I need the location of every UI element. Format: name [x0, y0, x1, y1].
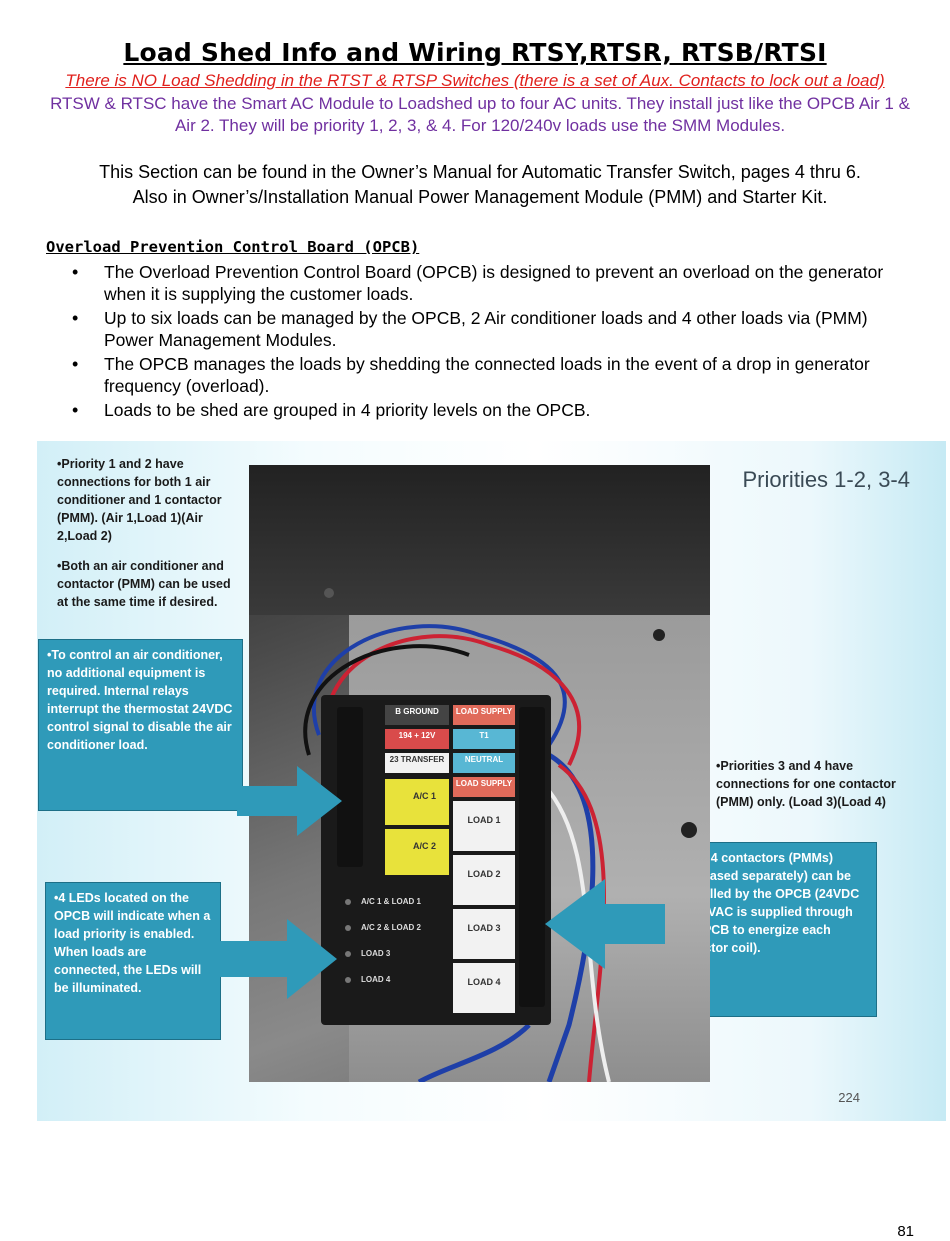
- led-ac2-load2: A/C 2 & LOAD 2: [345, 923, 421, 932]
- 12v-label: 194 + 12V: [385, 729, 449, 749]
- load3-terminal: LOAD 3: [453, 909, 515, 959]
- slide-title: Priorities 1-2, 3-4: [742, 467, 910, 492]
- section-reference: This Section can be found in the Owner’s…: [0, 160, 950, 210]
- slide-number: 224: [838, 1090, 860, 1105]
- smart-ac-note: RTSW & RTSC have the Smart AC Module to …: [50, 94, 910, 135]
- led-load4: LOAD 4: [345, 975, 390, 984]
- bullet-item: The OPCB manages the loads by shedding t…: [46, 353, 906, 397]
- right-terminal-strip: [519, 707, 545, 1007]
- ac2-terminal: A/C 2: [385, 829, 449, 875]
- opcb-slide: Priorities 1-2, 3-4 224 •Priority 1 and …: [37, 441, 946, 1121]
- led-load3: LOAD 3: [345, 949, 390, 958]
- both-ac-contactor-note: •Both an air conditioner and contactor (…: [57, 559, 231, 609]
- ac-control-callout: •To control an air conditioner, no addit…: [38, 639, 243, 811]
- priority-1-2-note: •Priority 1 and 2 have connections for b…: [57, 457, 222, 543]
- opcb-photo: B GROUND 194 + 12V 23 TRANSFER LOAD SUPP…: [249, 465, 710, 1082]
- no-load-shedding-warning: There is NO Load Shedding in the RTST & …: [65, 71, 885, 90]
- opcb-heading: Overload Prevention Control Board (OPCB): [46, 238, 420, 256]
- led-ac1-load1: A/C 1 & LOAD 1: [345, 897, 421, 906]
- section-reference-line-1: This Section can be found in the Owner’s…: [99, 162, 861, 182]
- load-supply-2-label: LOAD SUPPLY: [453, 777, 515, 797]
- arrow-to-ac-terminals: [237, 766, 342, 836]
- load-supply-label: LOAD SUPPLY: [453, 705, 515, 725]
- arrow-to-load-terminals: [545, 879, 665, 969]
- load2-terminal: LOAD 2: [453, 855, 515, 905]
- load4-terminal: LOAD 4: [453, 963, 515, 1013]
- bullet-item: Loads to be shed are grouped in 4 priori…: [46, 399, 906, 421]
- opcb-bullet-list: The Overload Prevention Control Board (O…: [46, 261, 906, 423]
- priority-3-4-note: •Priorities 3 and 4 have connections for…: [716, 759, 896, 809]
- arrow-to-leds: [217, 919, 337, 999]
- left-terminal-strip: [337, 707, 363, 867]
- ac1-terminal: A/C 1: [385, 779, 449, 825]
- leds-callout: •4 LEDs located on the OPCB will indicat…: [45, 882, 221, 1040]
- neutral-label: NEUTRAL: [453, 753, 515, 773]
- bullet-item: The Overload Prevention Control Board (O…: [46, 261, 906, 305]
- ground-label: B GROUND: [385, 705, 449, 725]
- section-reference-line-2: Also in Owner’s/Installation Manual Powe…: [132, 187, 828, 207]
- transfer-label: 23 TRANSFER: [385, 753, 449, 773]
- opcb-board: B GROUND 194 + 12V 23 TRANSFER LOAD SUPP…: [321, 695, 551, 1025]
- page-number: 81: [897, 1223, 914, 1240]
- bullet-item: Up to six loads can be managed by the OP…: [46, 307, 906, 351]
- page-title: Load Shed Info and Wiring RTSY,RTSR, RTS…: [123, 38, 827, 67]
- t1-label: T1: [453, 729, 515, 749]
- load1-terminal: LOAD 1: [453, 801, 515, 851]
